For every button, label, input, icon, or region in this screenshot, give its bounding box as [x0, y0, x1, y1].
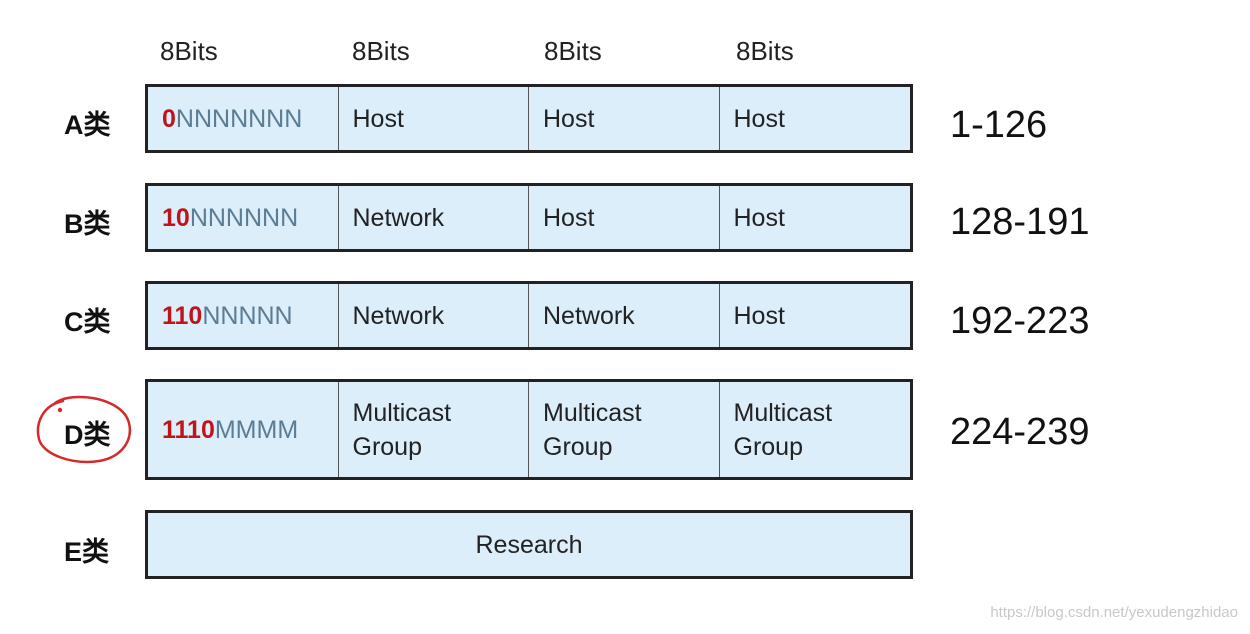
class-d-prefix: 1110 — [162, 415, 215, 444]
class-c-range: 192-223 — [950, 300, 1090, 342]
class-a-label: A类 — [64, 110, 111, 140]
class-e-row: Research — [145, 510, 913, 579]
bits-header-1: 8Bits — [160, 36, 218, 66]
class-d-range: 224-239 — [950, 411, 1090, 453]
class-c-prefix: 110 — [162, 301, 203, 330]
class-c-label: C类 — [64, 307, 111, 337]
class-b-label: B类 — [64, 209, 111, 239]
class-b-cell-4: Host — [733, 203, 785, 232]
class-d-cell-4-line2: Group — [733, 432, 803, 461]
class-a-range: 1-126 — [950, 104, 1048, 146]
bits-header-2: 8Bits — [352, 36, 410, 66]
class-e-research-cell: Research — [475, 530, 583, 559]
class-d-cell-2: Multicast Group — [339, 382, 529, 477]
class-d-cell-3-line2: Group — [543, 432, 613, 461]
class-d-cell-3-line1: Multicast — [543, 398, 642, 427]
class-d-rest: MMMM — [214, 415, 299, 444]
class-d-cell-2-line2: Group — [352, 432, 422, 461]
class-d-label: D类 — [64, 420, 111, 450]
class-b-cell-2: Network — [339, 186, 529, 249]
class-b-cell-3: Host — [529, 186, 720, 249]
class-a-prefix: 0 — [162, 104, 176, 133]
class-d-cell-4: Multicast Group — [720, 382, 911, 477]
bits-header-3: 8Bits — [544, 36, 602, 66]
class-c-cell-4: Host — [733, 301, 785, 330]
class-d-cell-3: Multicast Group — [529, 382, 720, 477]
class-a-cell-3: Host — [529, 87, 720, 150]
class-c-cell-2: Network — [339, 284, 529, 347]
class-a-cell-4: Host — [733, 104, 785, 133]
class-e-label: E类 — [64, 537, 110, 567]
class-a-cell-2: Host — [339, 87, 529, 150]
class-c-cell-3: Network — [529, 284, 720, 347]
watermark-url: https://blog.csdn.net/yexudengzhidao — [990, 604, 1238, 621]
bits-header-4: 8Bits — [736, 36, 794, 66]
class-b-prefix: 10 — [162, 203, 190, 232]
class-d-cell-4-line1: Multicast — [733, 398, 833, 427]
class-c-rest: NNNNN — [202, 301, 293, 330]
class-b-rest: NNNNNN — [189, 203, 299, 232]
class-b-range: 128-191 — [950, 201, 1090, 243]
class-a-rest: NNNNNNN — [175, 104, 303, 133]
class-d-cell-2-line1: Multicast — [352, 398, 452, 427]
